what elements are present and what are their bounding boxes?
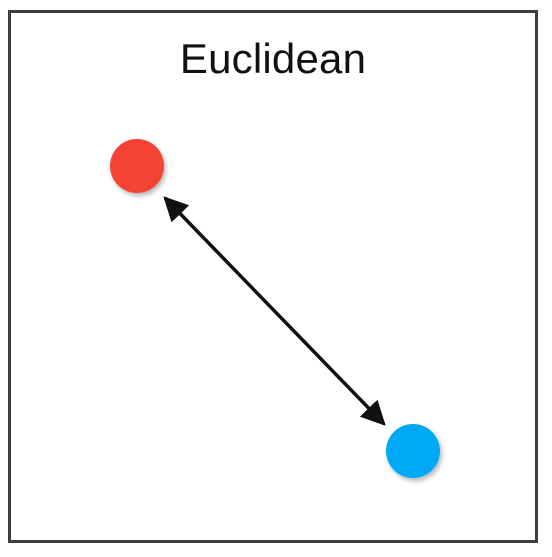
point-a (110, 139, 164, 193)
diagram-title: Euclidean (179, 35, 367, 82)
distance-arrow (163, 196, 386, 426)
point-b (386, 424, 440, 478)
